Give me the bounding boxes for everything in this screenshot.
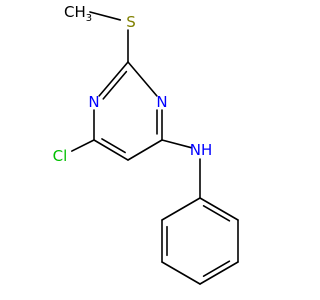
bond-c2-n3: [127, 61, 158, 97]
bond-c4-nh: [161, 139, 193, 149]
bond-ph3-ph4: [199, 261, 239, 285]
bond-ph3-ph4-inner: [202, 260, 231, 277]
atom-label-n1: N: [88, 93, 99, 111]
bond-ph1-ph2: [199, 197, 239, 221]
bond-ph4-ph5: [161, 261, 201, 285]
atom-label-nh: NH: [190, 141, 213, 159]
molecule-structure: CH3 S N N Cl NH: [53, 3, 239, 285]
atom-label-s: S: [126, 13, 136, 31]
bond-ph6-ph1: [161, 197, 201, 221]
atom-label-n3: N: [156, 93, 167, 111]
bond-c5-c6: [93, 139, 129, 161]
bond-c6-cl: [71, 139, 95, 152]
bond-ph1-ph2-inner: [202, 205, 231, 222]
atom-label-ch3: CH3: [64, 3, 92, 24]
atom-label-cl: Cl: [53, 147, 68, 165]
bond-c2-n1: [98, 61, 129, 97]
bond-c4-c5: [127, 139, 163, 161]
bond-c5-c6-inner: [101, 138, 126, 154]
bond-ch3-s: [89, 11, 122, 21]
structure-canvas: CH3 S N N Cl NH: [53, 3, 239, 285]
bond-c2-n1-inner: [102, 70, 128, 100]
